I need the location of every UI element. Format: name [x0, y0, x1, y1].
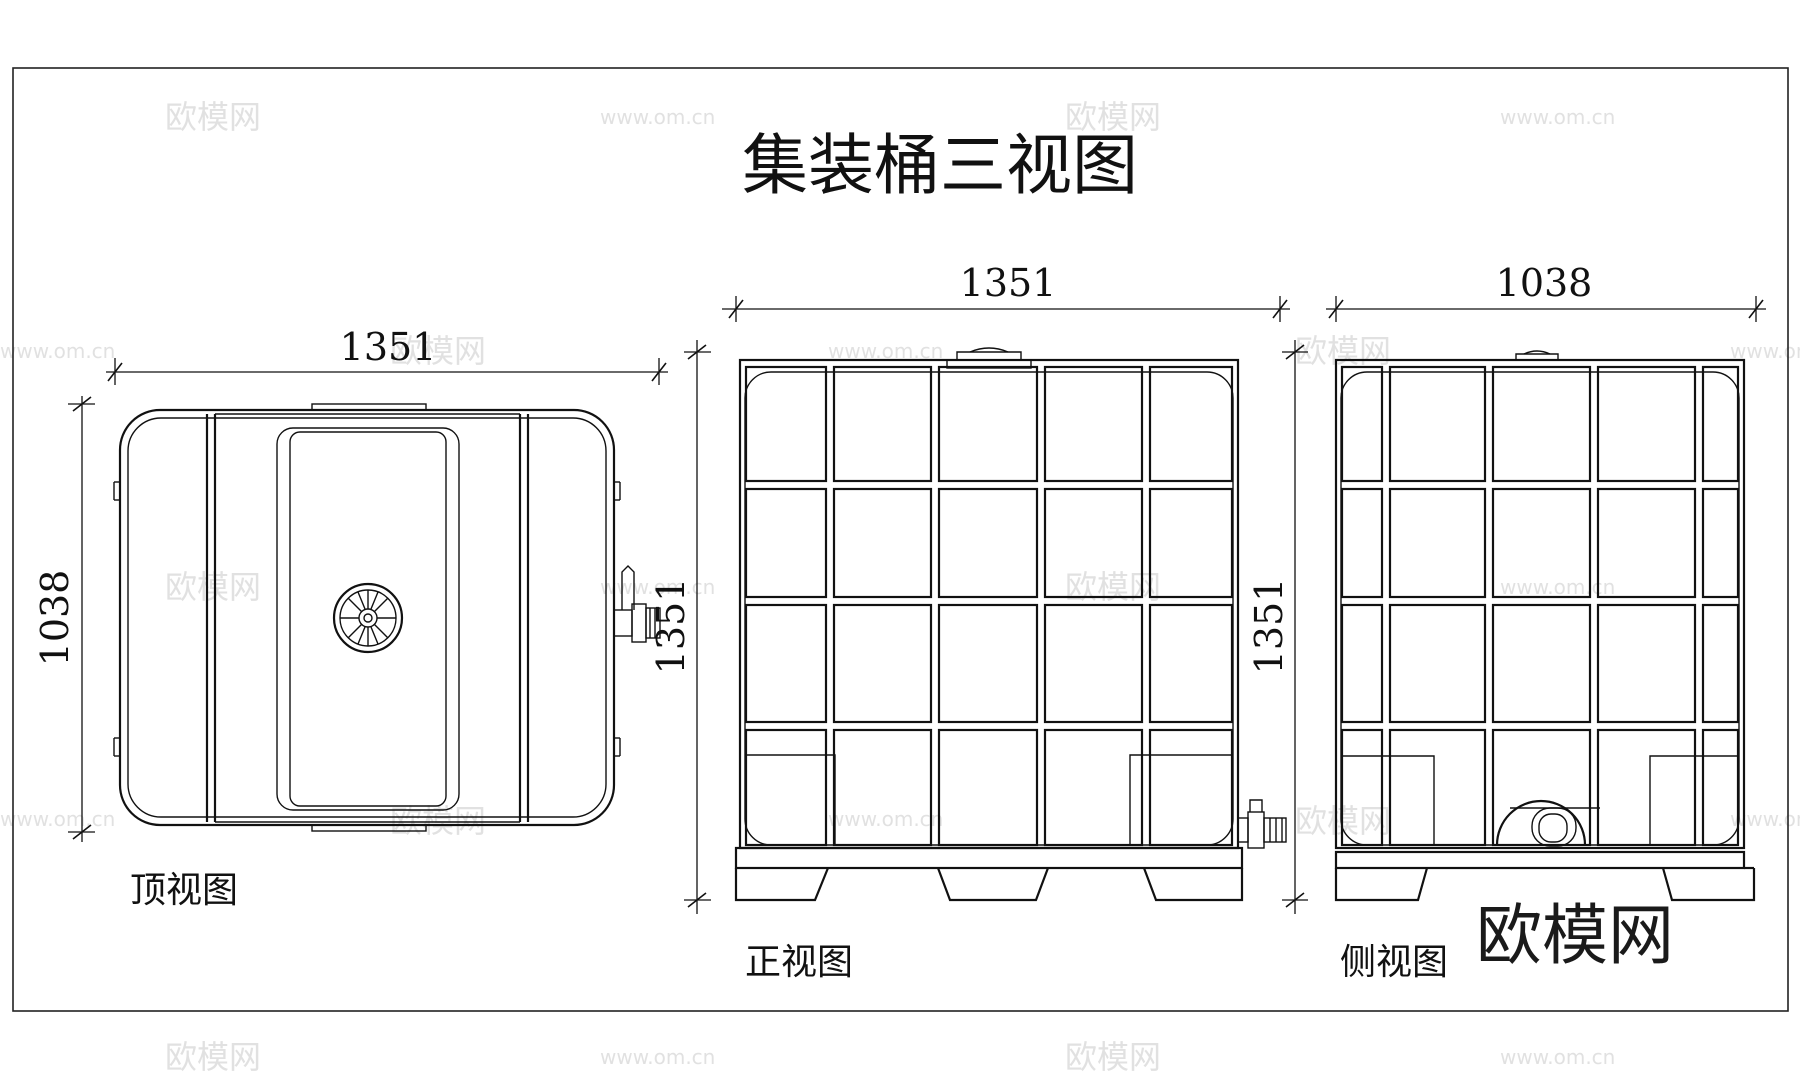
cage-cell	[1148, 603, 1234, 724]
side-view-height-label: 1351	[1247, 578, 1291, 675]
side-view-width-label: 1038	[1496, 261, 1593, 305]
watermark-brand: 欧模网	[165, 568, 261, 606]
cage-cell	[1388, 487, 1487, 599]
watermark-url: www.om.cn	[1500, 575, 1615, 599]
top-view-lid-panel	[276, 427, 460, 811]
cage-cell	[744, 728, 828, 847]
front-view	[734, 347, 1287, 902]
front-view-width-dimension: 1351	[722, 261, 1290, 322]
cage-cell	[1596, 365, 1697, 483]
top-view-width-dimension: 1351	[106, 325, 668, 385]
watermark-url: www.om.cn	[1730, 807, 1800, 831]
side-view-label: 侧视图	[1340, 942, 1448, 983]
top-view-inner-outline	[127, 417, 607, 818]
top-view-label: 顶视图	[130, 870, 238, 911]
drawing-border	[12, 67, 1789, 1012]
front-view-cage-grid	[744, 365, 1234, 847]
watermark-layer: 欧模网 www.om.cn 欧模网 www.om.cn www.om.cn 欧模…	[0, 98, 1800, 1076]
cage-cell	[744, 365, 828, 483]
cage-cell	[937, 603, 1039, 724]
watermark-url: www.om.cn	[1500, 1045, 1615, 1069]
top-view-width-label: 1351	[340, 325, 437, 369]
cage-cell	[744, 603, 828, 724]
cage-cell	[1340, 603, 1384, 724]
watermark-brand: 欧模网	[165, 1038, 261, 1076]
cage-cell	[1596, 487, 1697, 599]
drawing-title: 集装桶三视图	[742, 127, 1138, 204]
watermark-url: www.om.cn	[0, 339, 115, 363]
cage-cell	[1596, 728, 1697, 847]
cage-cell	[1043, 728, 1144, 847]
top-view	[113, 403, 661, 832]
cage-cell	[937, 728, 1039, 847]
watermark-url: www.om.cn	[600, 105, 715, 129]
watermark-url: www.om.cn	[0, 807, 115, 831]
side-view-width-dimension: 1038	[1326, 261, 1766, 322]
cage-cell	[1148, 365, 1234, 483]
cage-cell	[1148, 487, 1234, 599]
front-view-pallet	[734, 846, 1244, 870]
front-view-height-label: 1351	[649, 578, 693, 675]
front-view-label: 正视图	[745, 942, 853, 983]
watermark-url: www.om.cn	[828, 807, 943, 831]
side-view-pallet	[1334, 850, 1746, 870]
front-view-height-dimension: 1351	[649, 340, 711, 914]
filler-cap-icon	[332, 582, 404, 654]
side-view-tank	[1340, 371, 1740, 846]
watermark-brand: 欧模网	[390, 332, 486, 370]
cage-cell	[1596, 603, 1697, 724]
top-view-depth-label: 1038	[33, 570, 77, 667]
watermark-brand: 欧模网	[1295, 332, 1391, 370]
cage-cell	[1701, 728, 1740, 847]
cage-cell	[1340, 365, 1384, 483]
cage-cell	[1148, 728, 1234, 847]
cage-cell	[1491, 603, 1592, 724]
cage-cell	[1491, 365, 1592, 483]
valve-icon	[613, 565, 661, 643]
cage-cell	[1340, 487, 1384, 599]
watermark-url: www.om.cn	[600, 1045, 715, 1069]
front-view-width-label: 1351	[960, 261, 1057, 305]
outlet-icon	[1495, 799, 1600, 847]
cage-cell	[832, 728, 933, 847]
side-view	[1334, 350, 1756, 902]
cage-cell	[1043, 365, 1144, 483]
cage-cell	[1388, 603, 1487, 724]
cage-cell	[744, 487, 828, 599]
cage-cell	[1491, 728, 1592, 847]
watermark-brand: 欧模网	[1065, 98, 1161, 136]
cage-cell	[832, 365, 933, 483]
cage-cell	[1388, 728, 1487, 847]
cage-cell	[1043, 603, 1144, 724]
watermark-brand: 欧模网	[1065, 568, 1161, 606]
front-view-tank	[744, 371, 1234, 846]
cage-cell	[1701, 487, 1740, 599]
watermark-url: www.om.cn	[600, 575, 715, 599]
top-view-outline	[118, 408, 616, 827]
cage-cell	[1491, 487, 1592, 599]
watermark-brand: 欧模网	[390, 802, 486, 840]
side-view-height-dimension: 1351	[1247, 340, 1308, 914]
drain-valve-icon	[1237, 799, 1287, 849]
cage-cell	[1340, 728, 1384, 847]
cage-cell	[1043, 487, 1144, 599]
corner-watermark: 欧模网	[1476, 897, 1674, 974]
side-view-cage	[1334, 358, 1746, 850]
cage-cell	[1388, 365, 1487, 483]
cage-cell	[1701, 365, 1740, 483]
watermark-url: www.om.cn	[1500, 105, 1615, 129]
cage-cell	[1701, 603, 1740, 724]
cage-cell	[937, 487, 1039, 599]
watermark-brand: 欧模网	[165, 98, 261, 136]
top-view-depth-dimension: 1038	[33, 396, 95, 842]
cage-cell	[832, 487, 933, 599]
watermark-brand: 欧模网	[1065, 1038, 1161, 1076]
side-view-cage-grid	[1340, 365, 1740, 847]
cage-cell	[832, 603, 933, 724]
cage-cell	[937, 365, 1039, 483]
